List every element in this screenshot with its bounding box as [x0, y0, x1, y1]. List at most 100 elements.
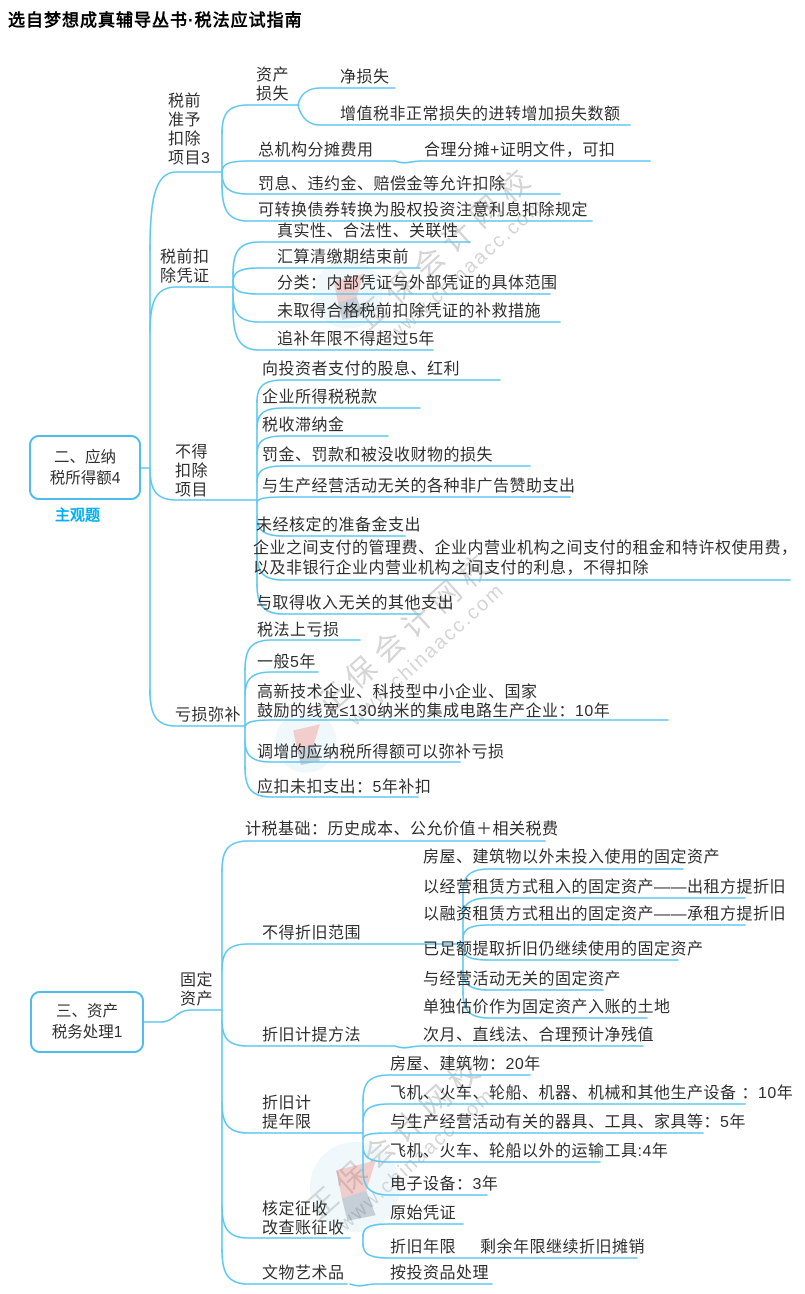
map1-node-3-2: 高新技术企业、科技型中小企业、国家 鼓励的线宽≤130纳米的集成电路生产企业：1…	[257, 684, 611, 720]
connector-line	[221, 184, 593, 222]
map1-root-tag: 主观题	[55, 507, 101, 524]
connector-line	[244, 719, 669, 729]
map1-root: 二、应纳 税所得额4	[29, 435, 141, 500]
map1-branch-1: 税前扣 除凭证	[160, 249, 210, 285]
map1-node-3-0: 税法上亏损	[257, 622, 340, 639]
connector-line	[149, 286, 234, 333]
connector-line	[256, 379, 501, 403]
connector-line	[221, 943, 464, 971]
map2-node-0-1: 不得折旧范围	[262, 925, 362, 942]
connector-line	[256, 407, 421, 429]
connector-line	[221, 1249, 348, 1285]
map2-node-0-3-0: 房屋、建筑物：20年	[390, 1056, 541, 1073]
connector-line	[462, 991, 648, 1019]
connector-line	[256, 583, 421, 615]
map2-node-0-2-0: 次月、直线法、合理预计净残值	[423, 1027, 655, 1044]
connector-line	[244, 739, 461, 763]
map2-node-0-4-0: 原始凭证	[390, 1205, 457, 1222]
map1-node-0-2: 罚息、违约金、赔偿金等允许扣除	[258, 176, 506, 193]
map2-connectors	[141, 840, 746, 1287]
map2-node-0-1-5: 单独估价作为固定资产入账的土地	[423, 999, 671, 1016]
map2-node-0-4: 核定征收 改查账征收	[262, 1201, 345, 1237]
map2-node-0-3-1: 飞机、火车、轮船、机器、机械和其他生产设备 ：10年	[390, 1085, 794, 1102]
connector-line	[362, 1243, 638, 1259]
map1-node-1-0: 真实性、合法性、关联性	[277, 223, 459, 240]
connector-line	[232, 281, 551, 295]
connector-line	[256, 496, 571, 504]
connector-line	[394, 160, 651, 164]
map1-node-0-3: 可转换债券转换为股权投资注意利息扣除规定	[258, 202, 589, 219]
connector-line	[244, 671, 319, 697]
map1-node-1-3: 未取得合格税前扣除凭证的补救措施	[277, 303, 542, 320]
connector-line	[221, 840, 546, 872]
map1-node-2-6: 企业之间支付的管理费、企业内营业机构之间支付的租金和特许权使用费， 以及非银行企…	[253, 540, 798, 577]
connector-line	[149, 467, 258, 501]
connector-line	[394, 1045, 644, 1049]
connector-line	[221, 1019, 396, 1047]
connector-line	[256, 515, 406, 537]
map2-node-0-3-4: 电子设备：3年	[390, 1176, 499, 1193]
map2-node-0-3-3: 飞机、火车、轮船以外的运输工具:4年	[390, 1143, 669, 1160]
map2-node-0-4-1-0: 剩余年限继续折旧摊销	[480, 1239, 646, 1256]
connector-line	[256, 435, 389, 455]
map1-node-1-4: 追补年限不得超过5年	[277, 331, 435, 348]
map1-node-3-1: 一般5年	[257, 654, 316, 671]
connector-line	[362, 1145, 601, 1163]
map1-node-2-0: 向投资者支付的股息、红利	[262, 361, 461, 378]
connector-line	[256, 465, 531, 483]
map1-node-0-1: 总机构分摊费用	[258, 142, 374, 159]
map1-connectors	[138, 87, 791, 798]
map2-node-0-1-4: 与经营活动无关的固定资产	[423, 971, 622, 988]
connector-line	[232, 241, 471, 275]
connector-line	[362, 1132, 704, 1140]
map1-node-1-2: 分类：内部凭证与外部凭证的具体范围	[277, 275, 558, 292]
map1-branch-0: 税前 准予 扣除 项目3	[168, 93, 211, 167]
connector-line	[362, 1223, 464, 1237]
connector-line	[149, 689, 246, 727]
connector-line	[232, 307, 434, 351]
map1-node-3-3: 调增的应纳税所得额可以弥补亏损	[257, 744, 505, 761]
map2-node-0-5: 文物艺术品	[262, 1265, 345, 1282]
map2-node-0-2: 折旧计提方法	[262, 1027, 362, 1044]
map2-node-0-1-3: 已足额提取折旧仍继续使用的固定资产	[423, 941, 704, 958]
map1-node-2-1: 企业所得税税款	[262, 389, 378, 406]
map1-node-0-1-0: 合理分摊+证明文件，可扣	[424, 142, 616, 159]
connector-line	[149, 171, 223, 251]
map1-node-2-2: 税收滞纳金	[262, 417, 345, 434]
connector-line	[462, 868, 684, 894]
connector-line	[232, 293, 561, 323]
map2-node-0-3: 折旧计 提年限	[262, 1095, 312, 1131]
map1-node-3-4: 应扣未扣支出：5年补扣	[257, 779, 432, 796]
map2-root: 三、资产 税务处理1	[30, 991, 144, 1053]
connector-line	[232, 267, 421, 283]
map1-node-0-0-1: 增值税非正常损失的进转增加损失数额	[340, 106, 621, 123]
map1-node-2-7: 与取得收入无关的其他支出	[256, 595, 455, 612]
connector-line	[221, 1205, 351, 1239]
connector-line	[244, 639, 361, 671]
map1-node-0-0: 资产 损失	[256, 67, 290, 103]
map2-node-0-5-0: 按投资品处理	[390, 1265, 490, 1282]
connector-line	[462, 924, 746, 940]
map2-node-0-1-0: 房屋、建筑物以外未投入使用的固定资产	[423, 849, 721, 866]
map2-node-0-1-1: 以经营租赁方式租入的固定资产——出租方提折旧	[423, 879, 787, 896]
map2-node-0-1-2: 以融资租赁方式租出的固定资产——承租方提折旧	[423, 906, 787, 923]
connector-line	[221, 104, 299, 134]
map2-branch-0: 固定 资产	[180, 972, 214, 1008]
connector-line	[244, 766, 419, 798]
connector-line	[141, 1009, 223, 1023]
connector-line	[349, 1283, 493, 1287]
map1-node-0-0-0: 净损失	[340, 69, 390, 86]
map2-node-0-4-1: 折旧年限	[390, 1239, 457, 1256]
map1-node-2-3: 罚金、罚款和被没收财物的损失	[262, 447, 494, 464]
map1-node-2-5: 未经核定的准备金支出	[256, 517, 422, 534]
map1-node-2-4: 与生产经营活动无关的各种非广告赞助支出	[262, 478, 576, 495]
page-title: 选自梦想成真辅导丛书·税法应试指南	[8, 11, 303, 30]
connector-line	[221, 171, 561, 195]
map1-branch-3: 亏损弥补	[175, 707, 242, 724]
connector-line	[256, 553, 791, 581]
map2-node-0-0: 计税基础：历史成本、公允价值＋相关税费	[245, 821, 559, 838]
connector-line	[362, 1168, 488, 1196]
connector-line	[462, 947, 679, 961]
